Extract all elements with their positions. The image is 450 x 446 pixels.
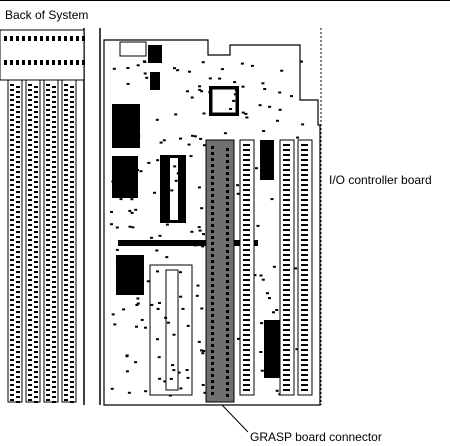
grasp-leader-line (221, 404, 249, 433)
cross-bar (118, 240, 258, 246)
connector-column (297, 139, 313, 396)
grasp-board-connector-label: GRASP board connector (250, 430, 382, 444)
connector-column (239, 139, 255, 396)
io-controller-board-label: I/O controller board (329, 173, 432, 187)
slot-inner (165, 269, 179, 391)
grasp-connector (205, 139, 235, 403)
back-of-system-label: Back of System (5, 8, 89, 22)
top-rule (0, 0, 450, 1)
connector-column (279, 139, 295, 396)
left-card-rack (0, 28, 101, 405)
